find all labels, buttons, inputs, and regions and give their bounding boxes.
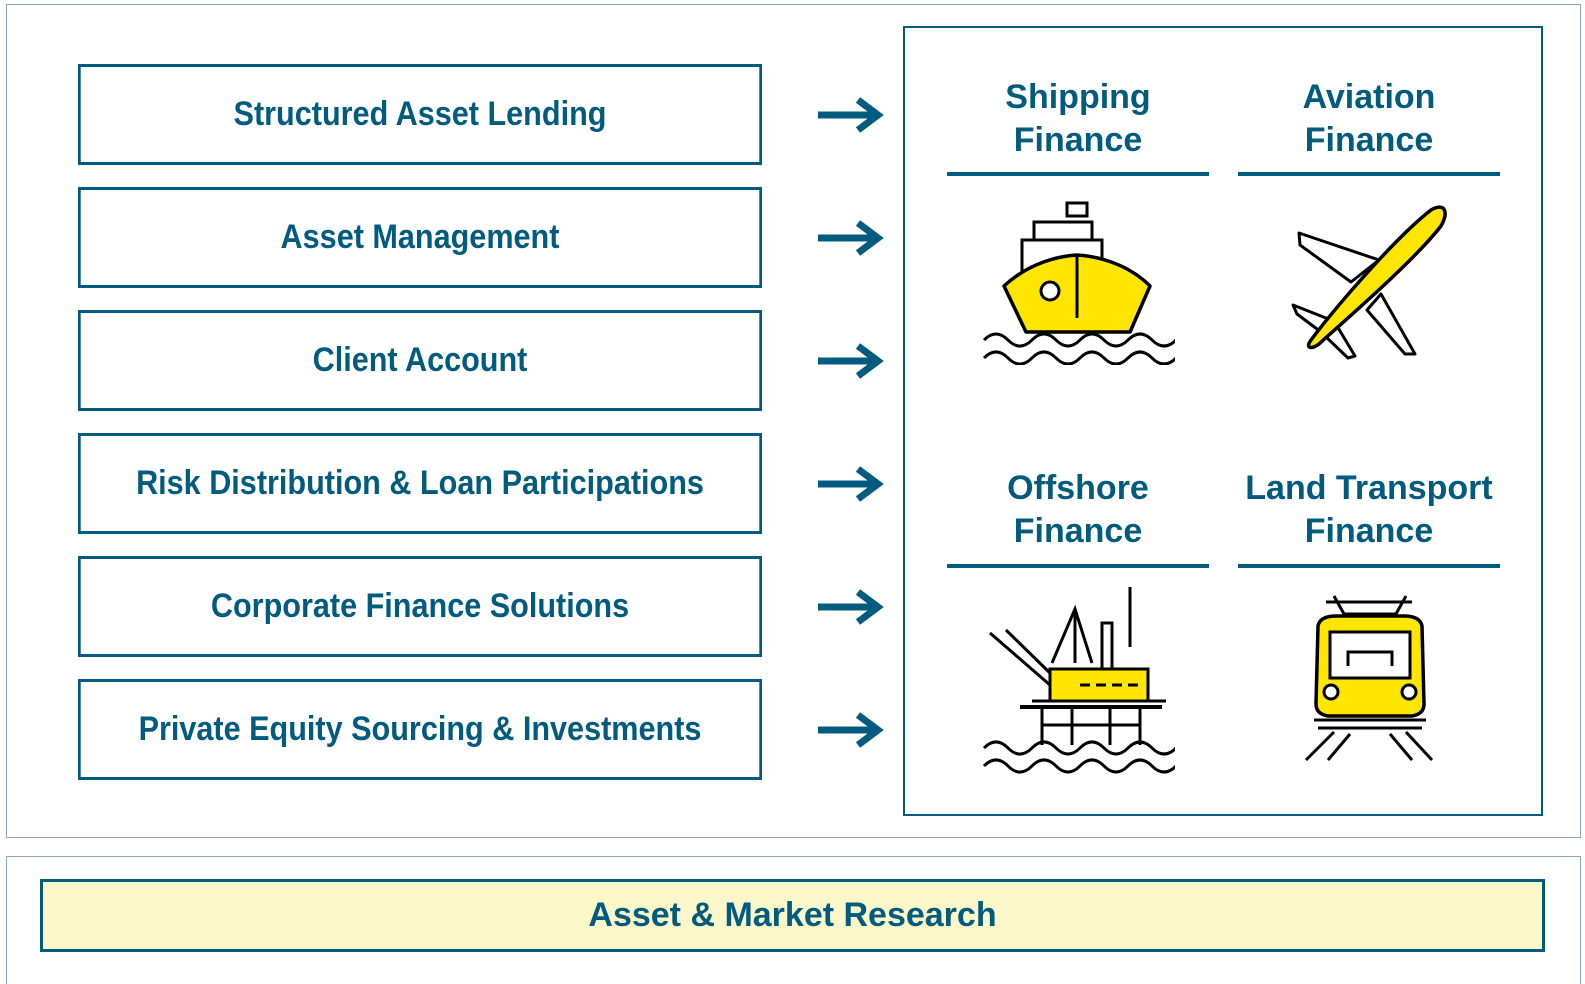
train-icon (1304, 595, 1434, 762)
ship-icon (982, 201, 1175, 365)
sector-title-line: Aviation (1302, 78, 1436, 116)
main-panel-frame (6, 4, 1581, 838)
sector-title-offshore: Offshore Finance (947, 467, 1209, 553)
sector-title-line: Finance (1304, 121, 1434, 159)
sector-title-shipping: Shipping Finance (947, 76, 1209, 162)
service-label: Risk Distribution & Loan Participations (136, 464, 704, 502)
sector-title-aviation: Aviation Finance (1238, 76, 1500, 162)
service-label: Private Equity Sourcing & Investments (138, 710, 702, 748)
arrow-right-icon (818, 466, 884, 502)
service-box-client-account: Client Account (78, 310, 762, 411)
arrow-right-icon (818, 589, 884, 625)
sector-title-line: Shipping (1005, 78, 1151, 116)
airplane-icon (1291, 205, 1447, 360)
arrow-right-icon (818, 343, 884, 379)
service-label: Asset Management (280, 218, 560, 256)
sector-title-line: Offshore (1007, 469, 1149, 507)
sector-title-line: Land Transport (1245, 469, 1493, 507)
sector-divider (1238, 172, 1500, 176)
sector-title-land-transport: Land Transport Finance (1238, 467, 1500, 553)
research-label: Asset & Market Research (588, 896, 997, 934)
arrow-right-icon (818, 712, 884, 748)
service-label: Structured Asset Lending (233, 95, 607, 133)
sector-title-line: Finance (1013, 121, 1143, 159)
service-label: Client Account (312, 341, 528, 379)
arrow-right-icon (818, 220, 884, 256)
arrow-right-icon (818, 97, 884, 133)
sector-divider (947, 172, 1209, 176)
oil-rig-icon (982, 587, 1175, 774)
service-box-structured-asset-lending: Structured Asset Lending (78, 64, 762, 165)
service-label: Corporate Finance Solutions (210, 587, 630, 625)
sector-divider (947, 564, 1209, 568)
sector-title-line: Finance (1013, 512, 1143, 550)
research-bar: Asset & Market Research (40, 879, 1545, 952)
service-box-corporate-finance: Corporate Finance Solutions (78, 556, 762, 657)
research-panel-frame (6, 856, 1581, 984)
service-box-asset-management: Asset Management (78, 187, 762, 288)
service-box-private-equity: Private Equity Sourcing & Investments (78, 679, 762, 780)
service-box-risk-distribution: Risk Distribution & Loan Participations (78, 433, 762, 534)
sector-title-line: Finance (1304, 512, 1434, 550)
sectors-panel (903, 26, 1543, 816)
sector-divider (1238, 564, 1500, 568)
